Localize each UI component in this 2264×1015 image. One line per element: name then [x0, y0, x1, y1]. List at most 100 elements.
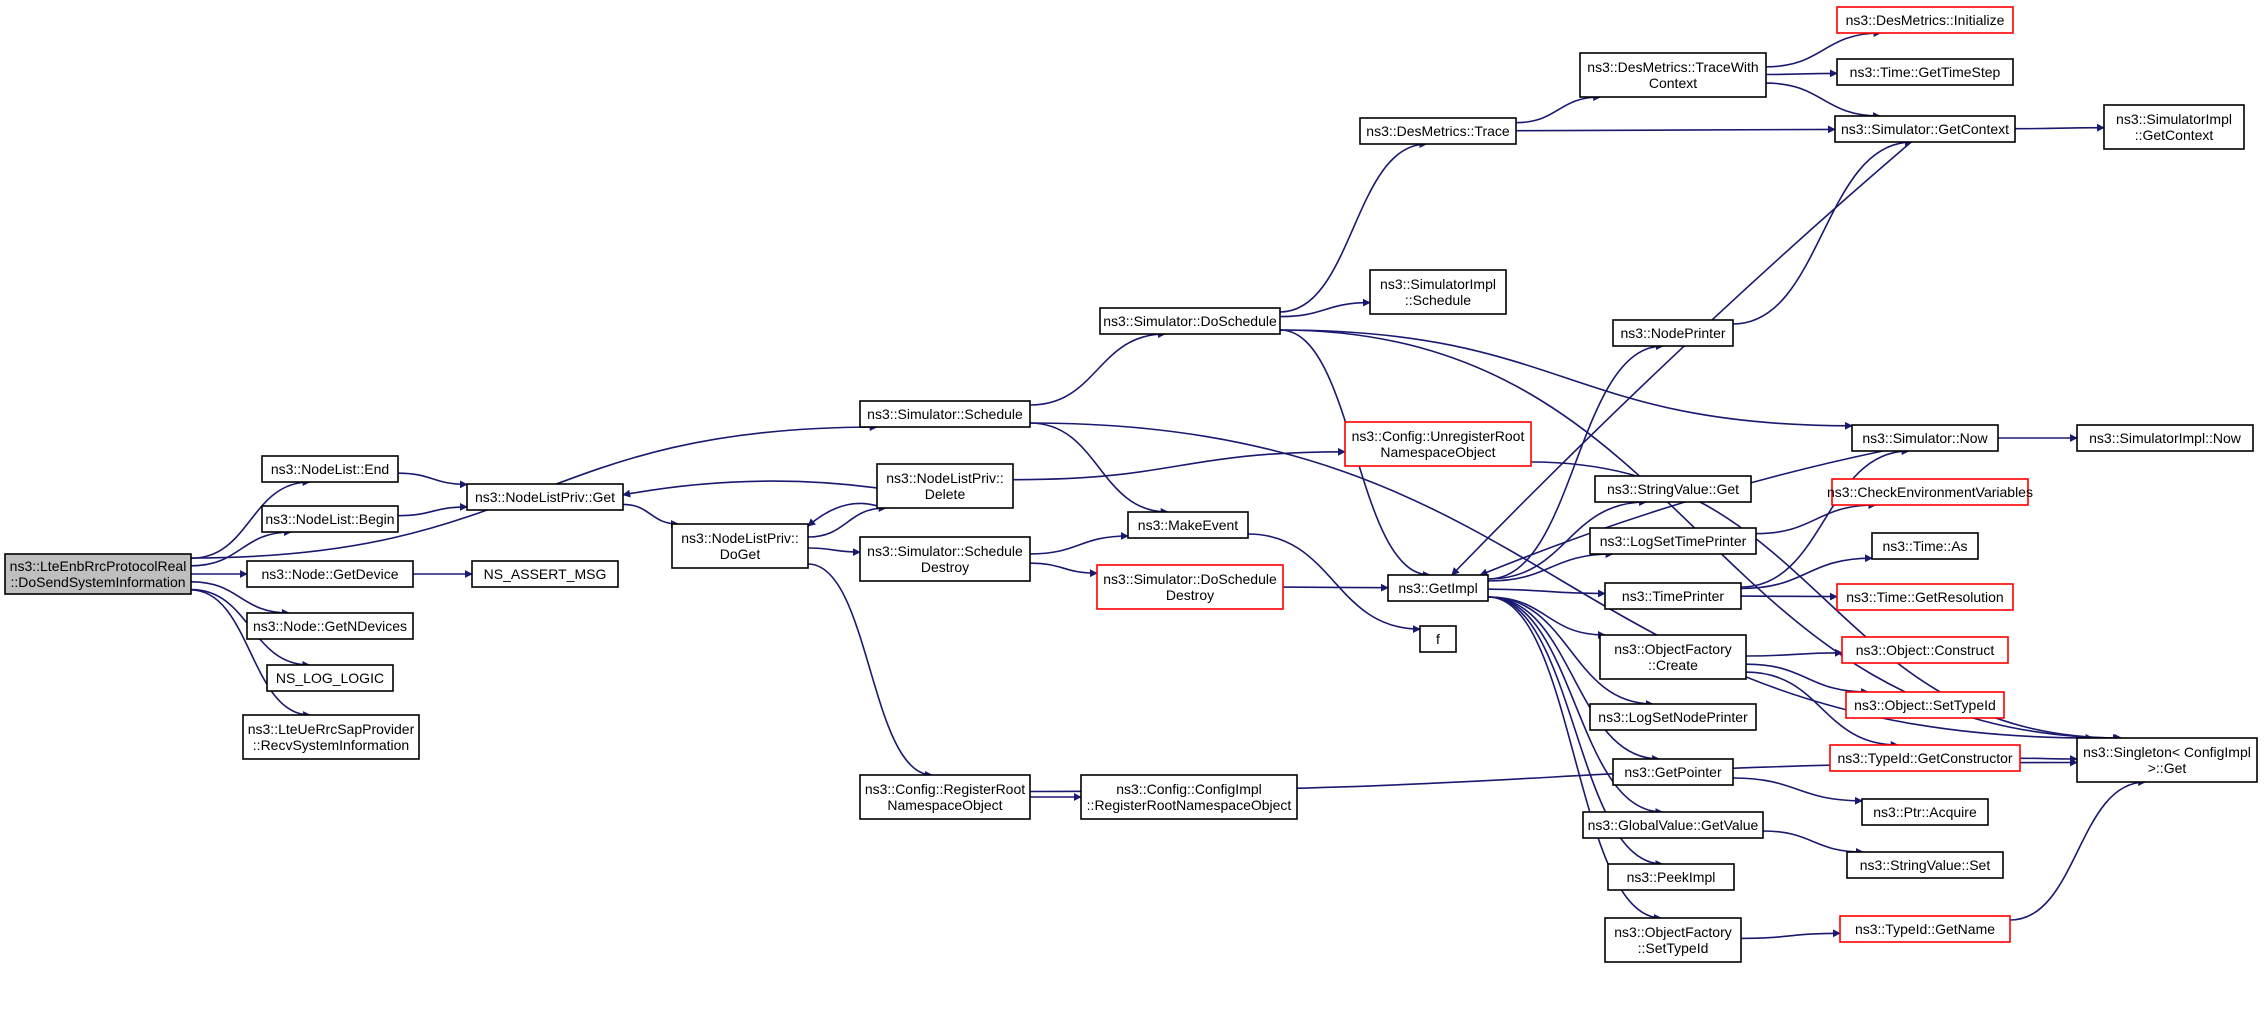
- node-globalvalue-getvalue[interactable]: ns3::GlobalValue::GetValue: [1582, 811, 1764, 839]
- node-objfactory-create[interactable]: ns3::ObjectFactory::Create: [1599, 634, 1747, 680]
- node-box: [2103, 104, 2245, 150]
- edge-line: [1479, 450, 1883, 576]
- node-desmetrics-init[interactable]: ns3::DesMetrics::Initialize: [1836, 6, 2014, 34]
- node-node-getndevices[interactable]: ns3::Node::GetNDevices: [246, 612, 414, 640]
- node-label: ns3::Simulator::GetContext: [1841, 121, 2009, 137]
- edge-timeprinter-to-sim-now: [1740, 447, 1910, 588]
- node-logsetnodeprinter[interactable]: ns3::LogSetNodePrinter: [1589, 703, 1757, 731]
- node-object-construct[interactable]: ns3::Object::Construct: [1841, 636, 2009, 664]
- node-desmetrics-trace[interactable]: ns3::DesMetrics::Trace: [1359, 117, 1517, 145]
- edge-nlp-delete-to-nlp-doget: [807, 502, 878, 527]
- node-label: ns3::TimePrinter: [1622, 588, 1725, 604]
- node-label: ns3::LteUeRrcSapProvider: [248, 721, 415, 737]
- node-time-gettimestep[interactable]: ns3::Time::GetTimeStep: [1836, 58, 2014, 86]
- node-sim-now[interactable]: ns3::Simulator::Now: [1851, 424, 1999, 452]
- edge-desmetrics-trace-to-sim-getcontext: [1515, 125, 1836, 134]
- edge-getimpl-to-logsetnodeprinter: [1487, 596, 1654, 708]
- node-cfgimpl-register[interactable]: ns3::Config::ConfigImpl::RegisterRootNam…: [1080, 774, 1298, 820]
- node-time-getresolution[interactable]: ns3::Time::GetResolution: [1836, 583, 2014, 611]
- edge-nodeprinter-to-sim-getcontext: [1732, 138, 1913, 325]
- edge-line: [1451, 141, 1912, 576]
- edge-line: [622, 503, 679, 528]
- edge-objfactory-settypeid-to-typeid-getname: [1740, 929, 1841, 940]
- node-typeid-getconstructor[interactable]: ns3::TypeId::GetConstructor: [1829, 744, 2021, 772]
- node-sim-getcontext[interactable]: ns3::Simulator::GetContext: [1834, 115, 2016, 143]
- node-nlp-get[interactable]: ns3::NodeListPriv::Get: [466, 483, 624, 511]
- node-ns-log-logic[interactable]: NS_LOG_LOGIC: [266, 664, 394, 692]
- edge-line: [1487, 498, 1648, 580]
- node-box: [1836, 58, 2014, 86]
- edge-getimpl-to-timeprinter: [1487, 588, 1606, 598]
- node-label: NS_ASSERT_MSG: [484, 566, 607, 582]
- node-typeid-getname[interactable]: ns3::TypeId::GetName: [1839, 915, 2011, 943]
- node-label: ns3::SimulatorImpl: [1380, 276, 1496, 292]
- node-box: [859, 774, 1031, 820]
- edge-desmetrics-tracewc-to-desmetrics-init: [1765, 29, 1882, 68]
- edge-globalvalue-getvalue-to-stringvalue-set: [1762, 830, 1864, 856]
- node-box: [1851, 424, 1999, 452]
- node-label: Context: [1649, 75, 1697, 91]
- node-label: ns3::NodeList::Begin: [265, 511, 394, 527]
- node-f[interactable]: f: [1419, 625, 1457, 653]
- edge-sim-doschedule-to-simimpl-schedule: [1279, 298, 1371, 318]
- node-sim-schedule[interactable]: ns3::Simulator::Schedule: [859, 400, 1031, 428]
- edge-line: [1029, 532, 1129, 555]
- node-box: [1871, 532, 1979, 560]
- node-box: [1836, 583, 2014, 611]
- node-simimpl-schedule[interactable]: ns3::SimulatorImpl::Schedule: [1369, 269, 1507, 315]
- edge-line: [1029, 562, 1098, 578]
- node-label: NamespaceObject: [1380, 444, 1495, 460]
- node-box: [1419, 625, 1457, 653]
- node-cfg-unregister[interactable]: ns3::Config::UnregisterRootNamespaceObje…: [1344, 421, 1532, 467]
- node-label: ns3::NodePrinter: [1620, 325, 1725, 341]
- node-label: >::Get: [2148, 760, 2187, 776]
- node-nl-begin[interactable]: ns3::NodeList::Begin: [261, 505, 399, 533]
- edge-sim-getcontext-to-getimpl: [1451, 141, 1912, 576]
- node-label: ns3::Simulator::DoSchedule: [1103, 313, 1277, 329]
- node-stringvalue-set[interactable]: ns3::StringValue::Set: [1846, 851, 2004, 879]
- node-nl-end[interactable]: ns3::NodeList::End: [261, 455, 399, 483]
- node-box: [1599, 634, 1747, 680]
- node-stringvalue-get[interactable]: ns3::StringValue::Get: [1594, 475, 1752, 503]
- node-box: [1080, 774, 1298, 820]
- edge-line: [1745, 671, 1899, 749]
- node-objfactory-settypeid[interactable]: ns3::ObjectFactory::SetTypeId: [1604, 917, 1742, 963]
- node-box: [1099, 307, 1281, 335]
- node-sim-doschedule[interactable]: ns3::Simulator::DoSchedule: [1099, 307, 1281, 335]
- node-nlp-doget[interactable]: ns3::NodeListPriv::DoGet: [671, 523, 809, 569]
- node-ns-assert-msg[interactable]: NS_ASSERT_MSG: [471, 560, 619, 588]
- node-label: ns3::Time::GetTimeStep: [1850, 64, 2001, 80]
- node-getpointer[interactable]: ns3::GetPointer: [1612, 758, 1734, 786]
- node-label: ns3::Simulator::Now: [1862, 430, 1988, 446]
- node-ptr-acquire[interactable]: ns3::Ptr::Acquire: [1861, 798, 1989, 826]
- node-node-getdevice[interactable]: ns3::Node::GetDevice: [246, 560, 414, 588]
- node-nodeprinter[interactable]: ns3::NodePrinter: [1612, 319, 1734, 347]
- node-singleton-get[interactable]: ns3::Singleton< ConfigImpl >::Get: [2076, 737, 2258, 783]
- node-label: Destroy: [1166, 587, 1214, 603]
- node-getimpl[interactable]: ns3::GetImpl: [1387, 574, 1489, 602]
- edge-line: [1765, 69, 1838, 78]
- edge-line: [1487, 596, 1661, 763]
- node-simimpl-getcontext[interactable]: ns3::SimulatorImpl::GetContext: [2103, 104, 2245, 150]
- edge-nlp-delete-to-nlp-get: [622, 480, 878, 498]
- node-logsettimeprinter[interactable]: ns3::LogSetTimePrinter: [1589, 527, 1757, 555]
- edge-nl-begin-to-nlp-get: [397, 502, 468, 517]
- node-check-env[interactable]: ns3::CheckEnvironmentVariables: [1827, 478, 2033, 506]
- node-object-settypeid[interactable]: ns3::Object::SetTypeId: [1845, 691, 2005, 719]
- node-root[interactable]: ns3::LteEnbRrcProtocolReal::DoSendSystem…: [4, 553, 192, 595]
- node-make-event[interactable]: ns3::MakeEvent: [1127, 511, 1249, 539]
- node-peekimpl[interactable]: ns3::PeekImpl: [1607, 863, 1735, 891]
- edge-nlp-delete-to-cfg-unregister: [1012, 447, 1346, 481]
- node-time-as[interactable]: ns3::Time::As: [1871, 532, 1979, 560]
- node-nlp-delete[interactable]: ns3::NodeListPriv::Delete: [876, 463, 1014, 509]
- node-timeprinter[interactable]: ns3::TimePrinter: [1604, 582, 1742, 610]
- node-simimpl-now[interactable]: ns3::SimulatorImpl::Now: [2076, 424, 2254, 452]
- node-cfg-register[interactable]: ns3::Config::RegisterRootNamespaceObject: [859, 774, 1031, 820]
- nodes-layer: ns3::LteEnbRrcProtocolReal::DoSendSystem…: [4, 6, 2258, 963]
- node-recvsysinfo[interactable]: ns3::LteUeRrcSapProvider::RecvSystemInfo…: [242, 714, 420, 760]
- edge-line: [1279, 140, 1428, 313]
- node-box: [1839, 915, 2011, 943]
